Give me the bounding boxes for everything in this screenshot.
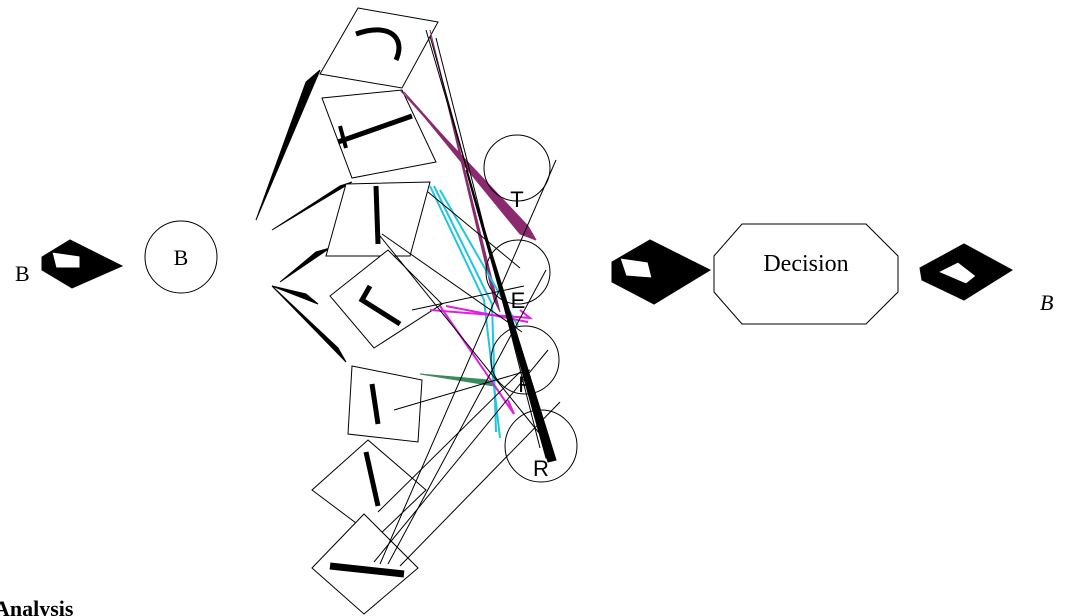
- thumbnail-2: [321, 89, 437, 179]
- input-node: B: [144, 220, 218, 294]
- feature-node-e-label: E: [511, 288, 526, 313]
- feature-node-f: F: [490, 325, 560, 397]
- input-label: B: [15, 261, 30, 286]
- purple-links: [399, 29, 537, 313]
- output-label: B: [1040, 290, 1053, 315]
- output-arrow-icon: [919, 243, 1013, 301]
- thumbnail-7: [311, 513, 419, 615]
- green-links: [419, 373, 496, 387]
- input-arrow-icon: [41, 239, 124, 289]
- thumbnail-stack: [311, 7, 443, 615]
- feature-node-e: E: [485, 239, 551, 313]
- section-heading: Analysis: [0, 596, 74, 616]
- input-node-label: B: [174, 245, 189, 270]
- decision-label: Decision: [763, 251, 848, 277]
- thick-black-links: [465, 169, 557, 463]
- feature-node-r: R: [504, 409, 578, 483]
- fan-out-spikes: [255, 69, 353, 363]
- thumbnail-5: [347, 365, 423, 443]
- feature-node-r-label: R: [533, 456, 549, 481]
- feature-node-t: T: [483, 134, 551, 212]
- decision-node: Decision: [713, 223, 899, 325]
- thumbnail-3: [325, 181, 431, 257]
- thumbnail-1: [319, 7, 439, 89]
- feature-node-t-label: T: [510, 187, 523, 212]
- arrow-to-decision-icon: [611, 239, 712, 305]
- feature-node-f-label: F: [518, 372, 531, 397]
